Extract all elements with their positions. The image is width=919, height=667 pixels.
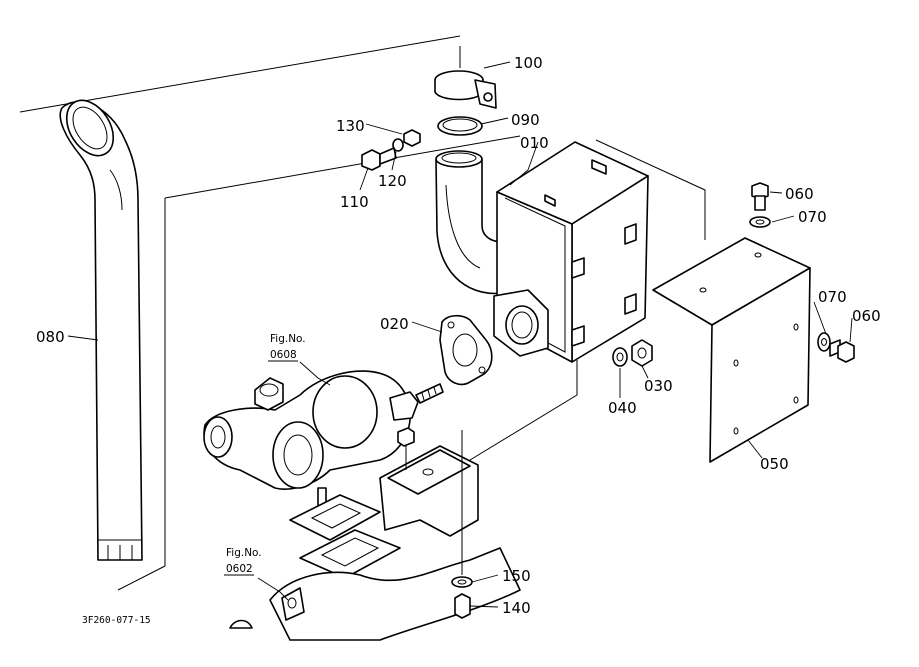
callout-030: 030 — [644, 377, 673, 395]
leader-lines — [67, 61, 853, 608]
muffler-body — [493, 141, 649, 363]
callout-labels: 100 090 010 130 120 110 060 070 070 060 … — [36, 54, 881, 617]
fig-0602-number: 0602 — [226, 563, 253, 575]
mounting-bracket — [652, 237, 811, 463]
figure-references: Fig.No. 0608 Fig.No. 0602 — [224, 333, 306, 576]
callout-120: 120 — [378, 172, 407, 190]
callout-090: 090 — [511, 111, 540, 129]
lower-fastener — [451, 430, 473, 619]
callout-060-upper: 060 — [785, 185, 814, 203]
callout-040: 040 — [608, 399, 637, 417]
callout-140: 140 — [502, 599, 531, 617]
callout-020: 020 — [380, 315, 409, 333]
tail-pipe — [59, 99, 143, 561]
fig-0608-number: 0608 — [270, 349, 297, 361]
callout-100: 100 — [514, 54, 543, 72]
callout-010: 010 — [520, 134, 549, 152]
bracket-bolt-upper — [749, 182, 771, 228]
bolt-set-upper — [361, 129, 421, 171]
gasket-ring — [437, 116, 483, 136]
drawing-code: 3F260-077-15 — [82, 615, 151, 626]
callout-080: 080 — [36, 328, 65, 346]
callout-050: 050 — [760, 455, 789, 473]
callout-060-side: 060 — [852, 307, 881, 325]
nut-and-washer — [612, 339, 653, 367]
exhaust-manifold — [229, 427, 521, 641]
callout-070-upper: 070 — [798, 208, 827, 226]
callout-070-side: 070 — [818, 288, 847, 306]
callout-110: 110 — [340, 193, 369, 211]
callout-150: 150 — [502, 567, 531, 585]
flange-gasket — [439, 314, 493, 386]
fig-0602-label: Fig.No. — [226, 547, 262, 559]
callout-130: 130 — [336, 117, 365, 135]
pipe-clamp — [434, 70, 497, 109]
fig-0608-label: Fig.No. — [270, 333, 306, 345]
bracket-bolt-side — [817, 332, 855, 363]
assembly-boundary-lines — [19, 35, 706, 591]
